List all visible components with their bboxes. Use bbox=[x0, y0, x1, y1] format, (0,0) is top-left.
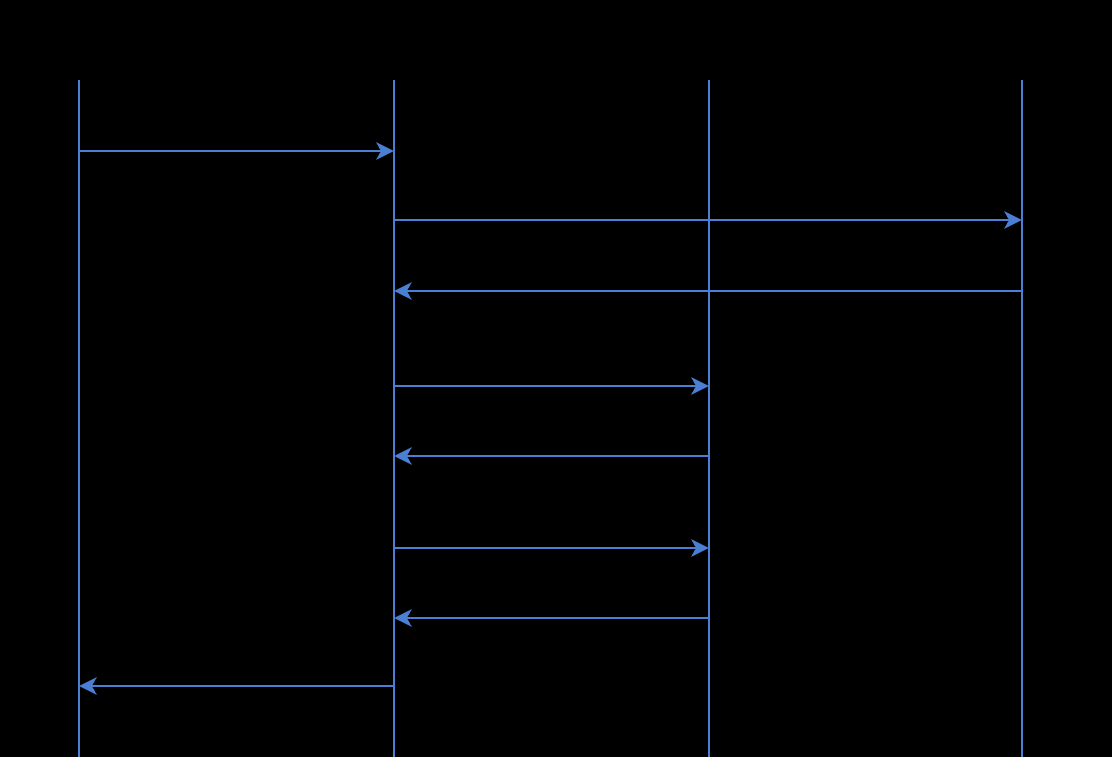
arrowhead-5-left bbox=[394, 447, 412, 465]
message-arrow-6 bbox=[394, 539, 709, 557]
arrowhead-2-right bbox=[1004, 211, 1022, 229]
messages-group bbox=[79, 142, 1022, 695]
arrowhead-8-left bbox=[79, 677, 97, 695]
arrowhead-3-left bbox=[394, 282, 412, 300]
message-arrow-5 bbox=[394, 447, 709, 465]
arrowhead-1-right bbox=[376, 142, 394, 160]
message-arrow-7 bbox=[394, 609, 709, 627]
message-arrow-8 bbox=[79, 677, 394, 695]
message-arrow-4 bbox=[394, 377, 709, 395]
message-arrow-1 bbox=[79, 142, 394, 160]
message-arrow-3 bbox=[394, 282, 1022, 300]
arrowhead-6-right bbox=[691, 539, 709, 557]
arrowhead-7-left bbox=[394, 609, 412, 627]
lifelines-group bbox=[78, 80, 1023, 757]
message-arrow-2 bbox=[394, 211, 1022, 229]
arrowhead-4-right bbox=[691, 377, 709, 395]
